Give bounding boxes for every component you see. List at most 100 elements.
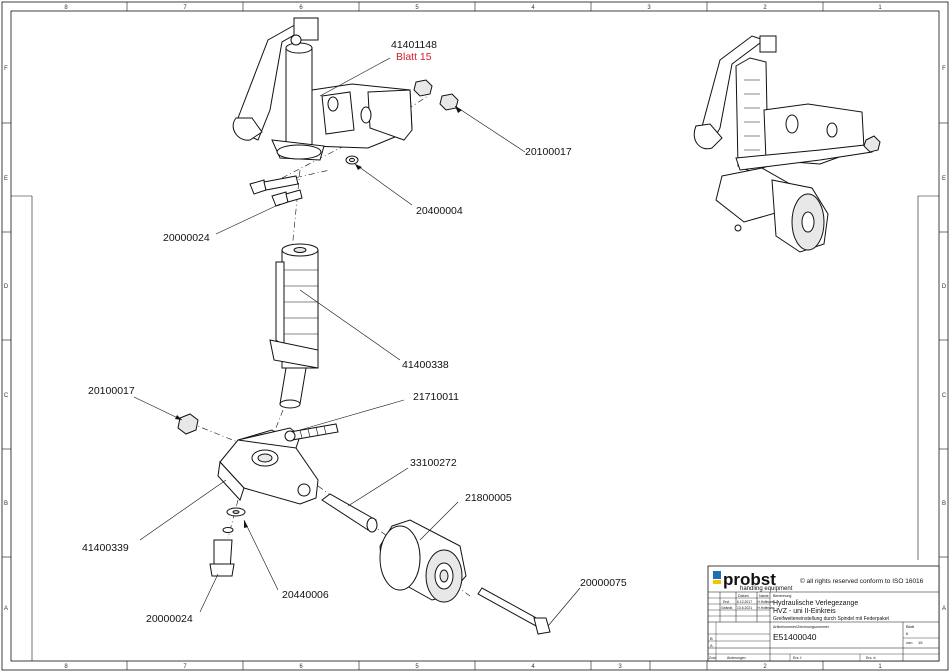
ersatz-fuer-label: Ers. f. [793, 656, 802, 660]
col-label: 7 [183, 664, 187, 670]
top-cap [293, 17, 319, 41]
part-label-20000024: 20000024 [163, 232, 210, 244]
zone-labels: 8 7 6 5 4 3 2 1 8 7 6 5 4 3 2 1 F E D C … [4, 5, 947, 670]
spindle-bore [293, 247, 307, 253]
upper-bracket-assembly [232, 17, 413, 161]
wheel-hub [801, 211, 815, 233]
set-screw [289, 423, 339, 441]
part-label-20000024: 20000024 [146, 613, 193, 625]
row-geaendert-name: H.Hoffmann [758, 606, 775, 610]
base-ring-ellipse [276, 144, 322, 160]
row-label: A [942, 606, 946, 612]
blatt-number: 6 [906, 631, 909, 636]
axle-hole [297, 483, 311, 497]
zustand-label: Zust. [709, 656, 717, 660]
drawing-title-line2: HVZ - uni II-Einkreis [773, 608, 836, 615]
von-number: 15 [918, 640, 923, 645]
row-label: B [942, 501, 946, 507]
spring-rail [275, 261, 285, 347]
brand-subtitle: handling equipment [740, 586, 793, 592]
col-label: 3 [647, 5, 651, 11]
wheel-face [379, 525, 421, 591]
part-label-41400339: 41400339 [82, 542, 129, 554]
part-label-41400338: 41400338 [402, 359, 449, 371]
col-label: 8 [64, 5, 68, 11]
wheel-bore [439, 569, 449, 583]
part-label-20100017: 20100017 [525, 146, 572, 158]
axle-bolt-head [734, 224, 742, 232]
shaft-end [279, 399, 301, 409]
part-labels: 41401148 Blatt 15 20100017 20400004 2000… [82, 39, 627, 625]
hex-nut [863, 135, 881, 153]
axle-bolt-shank [477, 587, 541, 627]
row-label: F [942, 66, 946, 72]
slot-hole [360, 106, 372, 124]
article-number: E51400040 [773, 632, 817, 642]
row-label: B [4, 501, 8, 507]
drawing-title-line3: Greifweiteneinstellung durch Spindel mit… [773, 616, 890, 622]
hdr-datum: Datum [738, 594, 749, 598]
axle-bolt-head [533, 617, 551, 635]
row-geaendert-date: 13.6.2021 [737, 606, 752, 610]
sheet-reference-label: Blatt 15 [396, 51, 432, 63]
part-label-41401148: 41401148 [391, 39, 437, 51]
screw-head [284, 430, 296, 442]
row-erstellt-name: H.Hoffmann [758, 600, 775, 604]
col-label: 4 [531, 664, 535, 670]
washer-hole [232, 510, 240, 514]
title-block: probst handling equipment © all rights r… [707, 565, 940, 662]
part-label-20000075: 20000075 [580, 577, 627, 589]
spindle-collar [269, 339, 319, 369]
col-label: 1 [878, 664, 882, 670]
top-hardware [249, 79, 459, 207]
axle-bolt-part [477, 587, 551, 635]
washer-hole [349, 157, 355, 163]
bolt-head [209, 563, 235, 577]
col-label: 2 [763, 5, 767, 11]
left-hex-nut [177, 413, 199, 435]
logo-mark-yellow [713, 580, 721, 584]
row-erstellt-label: Erst. [723, 600, 730, 604]
col-label: 6 [299, 5, 303, 11]
spindle-tube [735, 57, 769, 173]
col-label: 3 [618, 664, 622, 670]
cap-nut [290, 34, 302, 46]
part-label-20400004: 20400004 [416, 205, 463, 217]
benennung-label: Benennung [773, 594, 791, 598]
col-label: 4 [531, 5, 535, 11]
row-label: F [4, 66, 8, 72]
logo-mark-blue [713, 571, 721, 579]
bracket-bore-inner [257, 453, 273, 463]
ersatz-durch-label: Ers. d. [866, 656, 876, 660]
handle-grip [232, 117, 263, 141]
row-geaendert-label: Geändt. [721, 606, 733, 610]
article-number-label: Artikelnummer/Zeichnungsnummer [773, 625, 830, 629]
leader-lines [133, 57, 581, 627]
axle-tube-part [321, 493, 378, 533]
part-label-21710011: 21710011 [413, 391, 459, 403]
bottom-hardware [209, 507, 246, 577]
spindle-part [269, 243, 319, 409]
col-label: 5 [415, 5, 419, 11]
roller-wheel-part [379, 519, 467, 603]
slot-hole [327, 96, 339, 112]
bracket-flange [367, 89, 413, 141]
col-label: 5 [415, 664, 419, 670]
blatt-label: Blatt [906, 624, 915, 629]
row-label: D [942, 284, 947, 290]
bolt-shank [285, 189, 303, 203]
revision-a: A [710, 643, 713, 648]
row-label: A [4, 606, 8, 612]
bracket-side [217, 460, 245, 501]
hex-nut [413, 79, 433, 97]
slot-hole [785, 114, 799, 134]
col-label: 2 [763, 664, 767, 670]
part-label-20440006: 20440006 [282, 589, 329, 601]
col-label: 8 [64, 664, 68, 670]
assembled-view [693, 35, 881, 253]
von-label: von [906, 640, 912, 645]
top-cap [759, 35, 777, 53]
row-label: D [4, 284, 9, 290]
